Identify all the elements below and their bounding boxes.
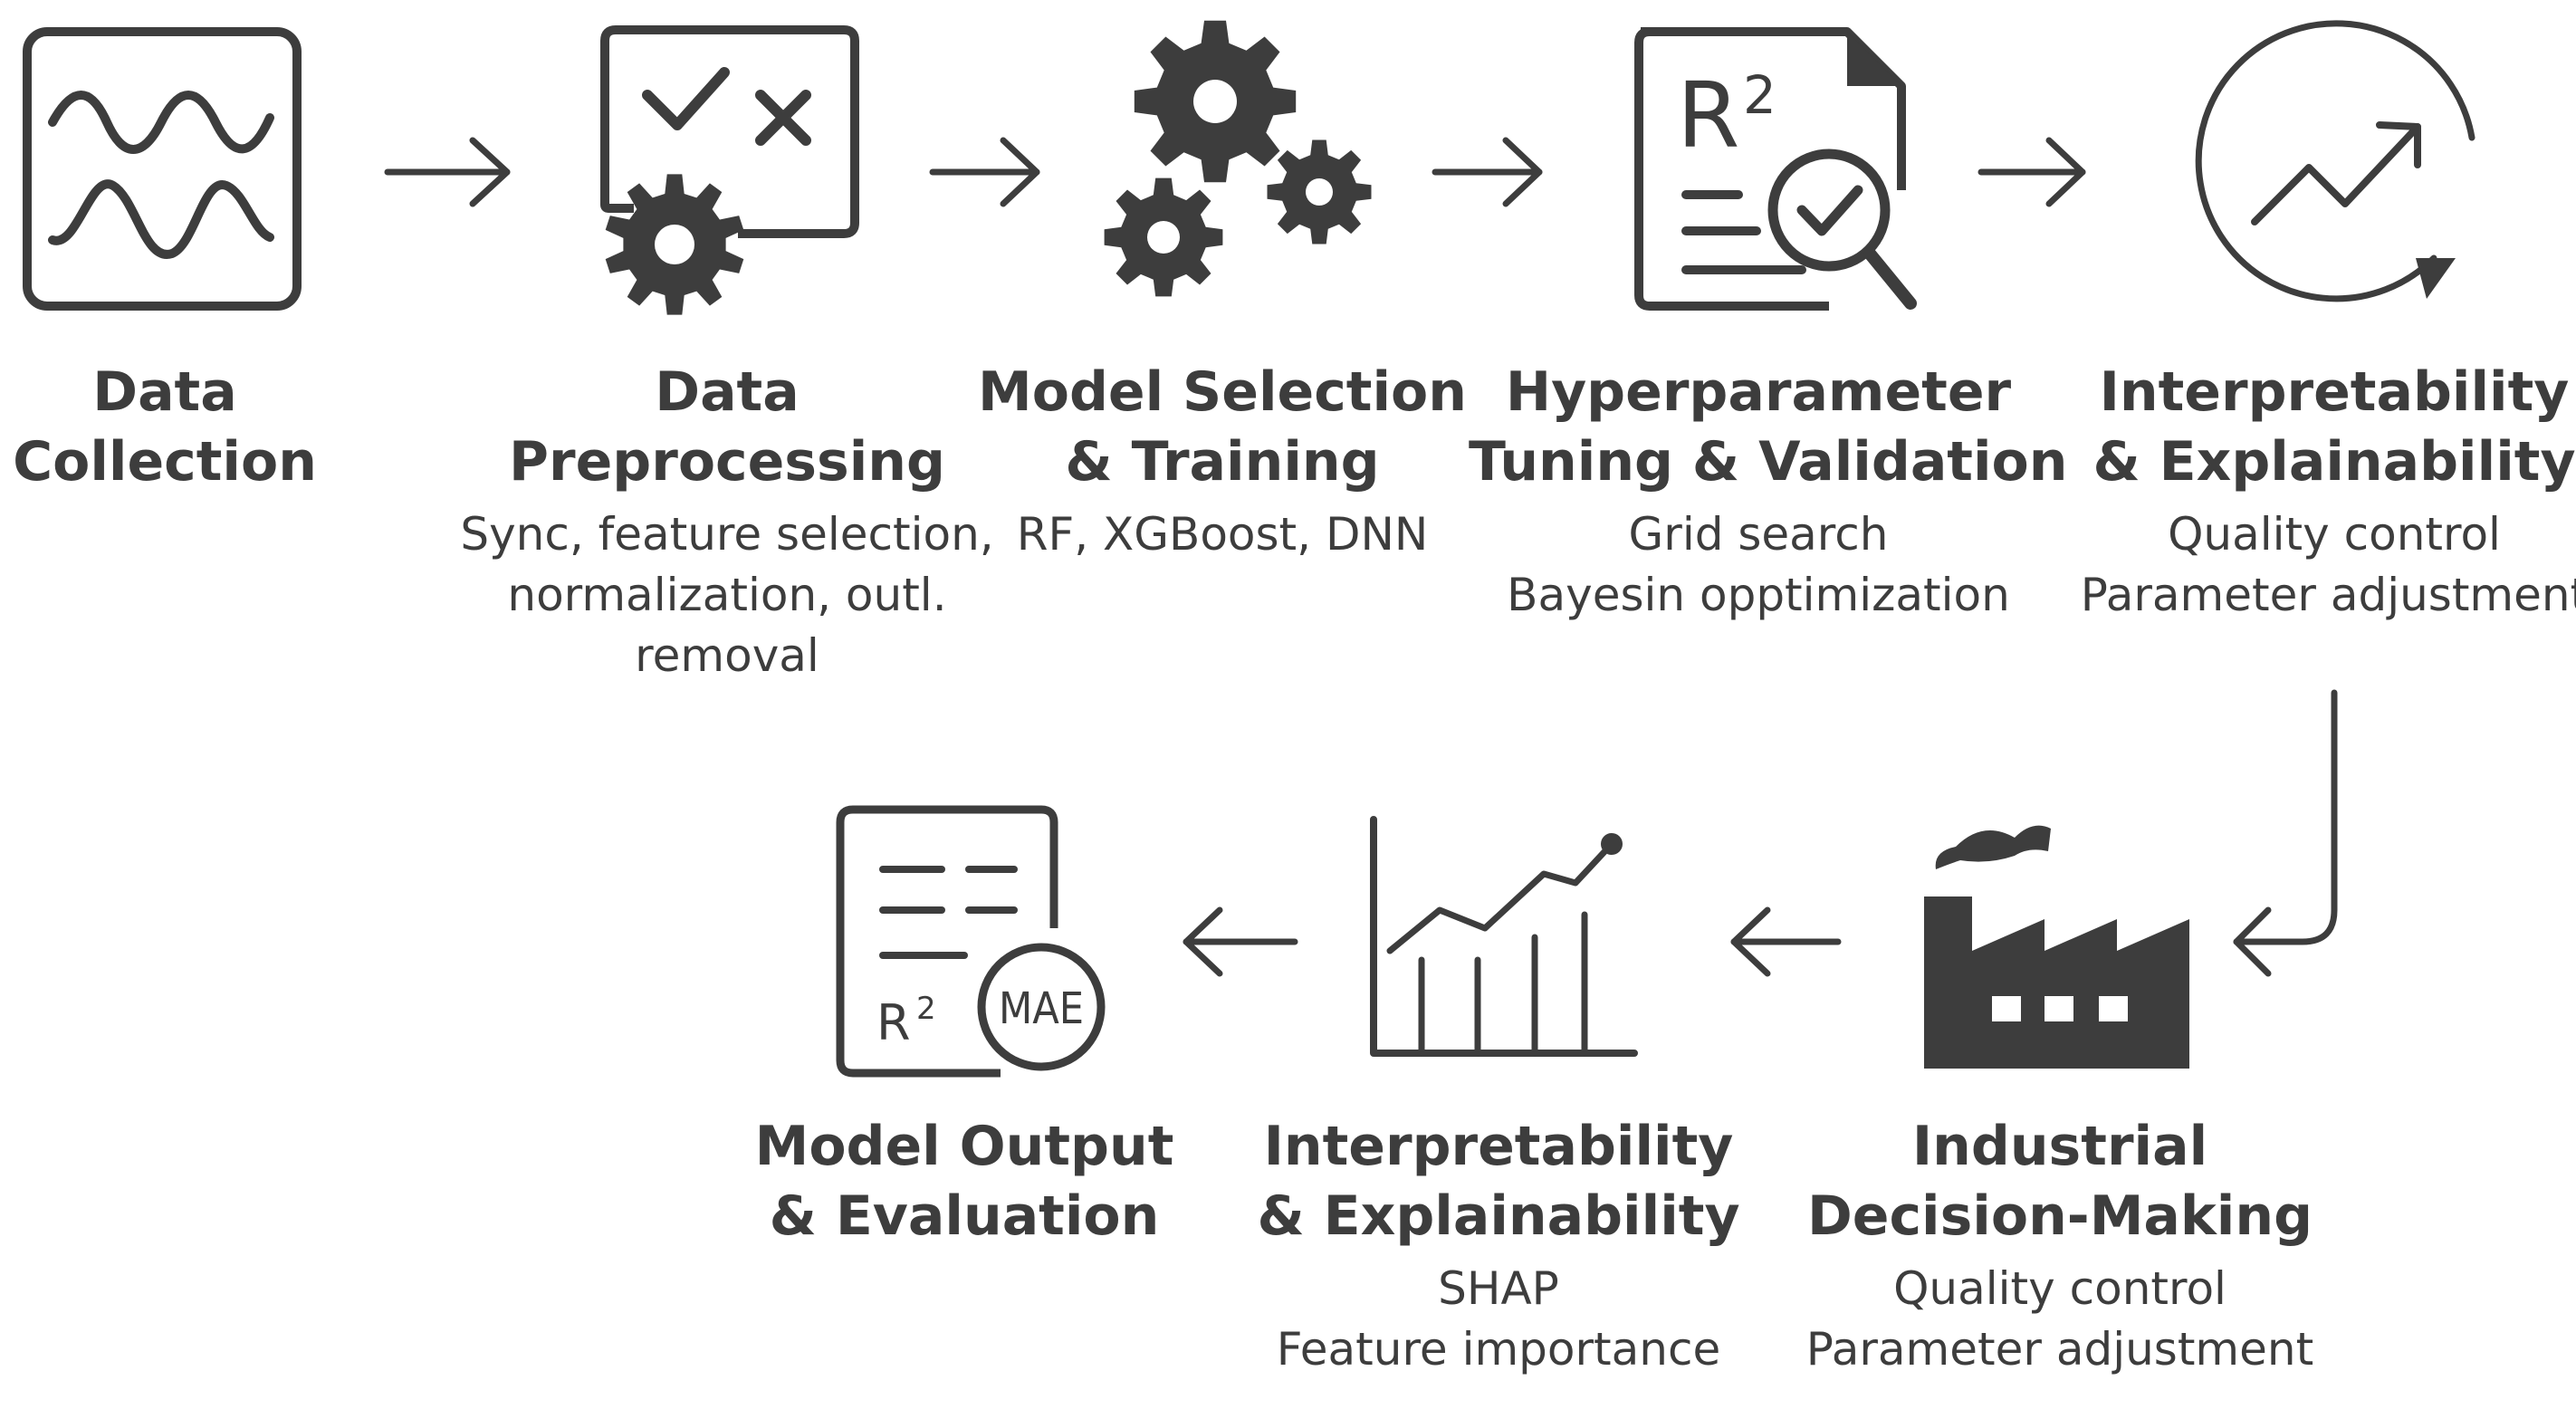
stage-data-collection: Data Collection [0, 358, 455, 497]
report-metrics-icon: R 2 MAE [836, 805, 1106, 1078]
arrow-left-icon [1730, 906, 1842, 977]
connector-arrow-icon [2233, 689, 2338, 977]
stage-interpretability-bottom: Interpretability & Explainability SHAP F… [1209, 1112, 1788, 1380]
r-squared-label: R [1677, 62, 1739, 168]
arrow-right-icon [929, 137, 1040, 207]
stage-model-selection: Model Selection & Training RF, XGBoost, … [933, 358, 1512, 565]
stage-industrial-decision-making: Industrial Decision-Making Quality contr… [1770, 1112, 2350, 1380]
stage-title: Data Collection [13, 360, 317, 494]
gears-icon [1104, 20, 1372, 297]
stage-description: SHAP Feature importance [1276, 1262, 1721, 1376]
arrow-right-icon [1977, 137, 2086, 207]
stage-title: Industrial Decision-Making [1806, 1115, 2313, 1248]
stage-description: Sync, feature selection, normalization, … [460, 508, 994, 682]
stage-title: Data Preprocessing [509, 360, 945, 494]
arrow-right-icon [1432, 137, 1543, 207]
stage-description: Quality control Parameter adjustment [2080, 508, 2576, 621]
stage-data-preprocessing: Data Preprocessing Sync, feature selecti… [437, 358, 1017, 686]
stage-title: Interpretability & Explainability [1257, 1115, 1740, 1248]
stage-model-output-evaluation: Model Output & Evaluation [675, 1112, 1254, 1251]
stage-description: RF, XGBoost, DNN [1016, 508, 1429, 561]
factory-icon [1924, 825, 2189, 1069]
stage-title: Model Output & Evaluation [754, 1115, 1174, 1248]
stage-description: Grid search Bayesin opptimization [1507, 508, 2010, 621]
checklist-gear-icon [600, 25, 859, 315]
line-bar-chart-icon [1370, 816, 1638, 1057]
stage-interpretability-top: Interpretability & Explainability Qualit… [2045, 358, 2576, 626]
mae-label: MAE [999, 983, 1084, 1034]
r-squared-superscript: 2 [916, 991, 936, 1027]
stage-title: Model Selection & Training [978, 360, 1467, 494]
stage-title: Hyperparameter Tuning & Validation [1469, 360, 2068, 494]
r2-document-magnifier-icon: R 2 [1634, 27, 1917, 311]
waveform-icon [23, 27, 302, 311]
r-squared-superscript: 2 [1743, 64, 1776, 126]
r-squared-label: R [876, 994, 911, 1051]
stage-title: Interpretability & Explainability [2092, 360, 2576, 494]
arrow-right-icon [384, 137, 511, 207]
arrow-left-icon [1183, 906, 1298, 977]
stage-description: Quality control Parameter adjustment [1805, 1262, 2314, 1376]
trend-cycle-icon [2195, 20, 2475, 302]
stage-hyperparameter-tuning: Hyperparameter Tuning & Validation Grid … [1469, 358, 2068, 626]
